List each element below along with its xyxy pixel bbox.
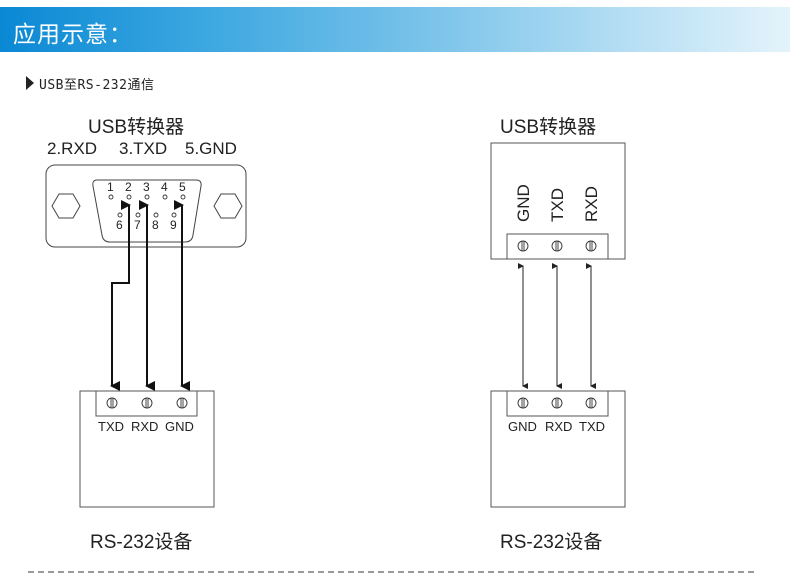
db9-pin-number: 9 <box>170 218 177 232</box>
terminal-screw-icons <box>517 397 597 409</box>
terminal-label: GND <box>165 419 194 434</box>
banner-title: 应用示意： <box>13 22 133 48</box>
triangle-bullet-icon <box>26 76 34 90</box>
terminal-screw-icons <box>106 397 188 409</box>
db9-pin-number: 5 <box>179 180 186 194</box>
db9-pin-number: 8 <box>152 218 159 232</box>
converter-terminal-label: RXD <box>582 186 601 222</box>
left-device-box <box>79 390 215 508</box>
converter-terminal-label: GND <box>514 184 533 222</box>
dashed-divider <box>28 571 754 573</box>
hex-screw-left-icon <box>51 193 81 219</box>
right-converter-title: USB转换器 <box>500 117 597 138</box>
right-device-box <box>490 390 626 508</box>
db9-pin-number: 1 <box>107 180 114 194</box>
pin-label-gnd: 5.GND <box>185 139 237 158</box>
db9-pin-holes <box>108 194 186 218</box>
left-converter-title: USB转换器 <box>88 117 185 138</box>
right-device-title: RS-232设备 <box>500 532 603 553</box>
left-device-title: RS-232设备 <box>90 532 193 553</box>
terminal-label: RXD <box>545 419 573 434</box>
db9-pin-number: 6 <box>116 218 123 232</box>
converter-terminal-label: TXD <box>548 188 567 222</box>
terminal-label: TXD <box>579 419 605 434</box>
left-wires <box>110 200 190 391</box>
section-label: USB至RS-232通信 <box>39 77 155 93</box>
db9-pin-number: 3 <box>143 180 150 194</box>
db9-pin-number: 4 <box>161 180 168 194</box>
db9-pin-number: 2 <box>125 180 132 194</box>
pin-label-rxd: 2.RXD <box>47 139 98 158</box>
section-heading: USB至RS-232通信 <box>26 73 154 93</box>
terminal-label: TXD <box>98 419 124 434</box>
right-wires <box>518 263 596 389</box>
terminal-label: GND <box>508 419 537 434</box>
header-banner: 应用示意： <box>0 7 790 52</box>
terminal-label: RXD <box>131 419 159 434</box>
hex-screw-right-icon <box>213 193 243 219</box>
db9-pin-number: 7 <box>134 218 141 232</box>
right-converter-box <box>490 142 626 260</box>
pin-label-txd: 3.TXD <box>119 139 168 158</box>
terminal-screw-icons <box>517 240 597 252</box>
